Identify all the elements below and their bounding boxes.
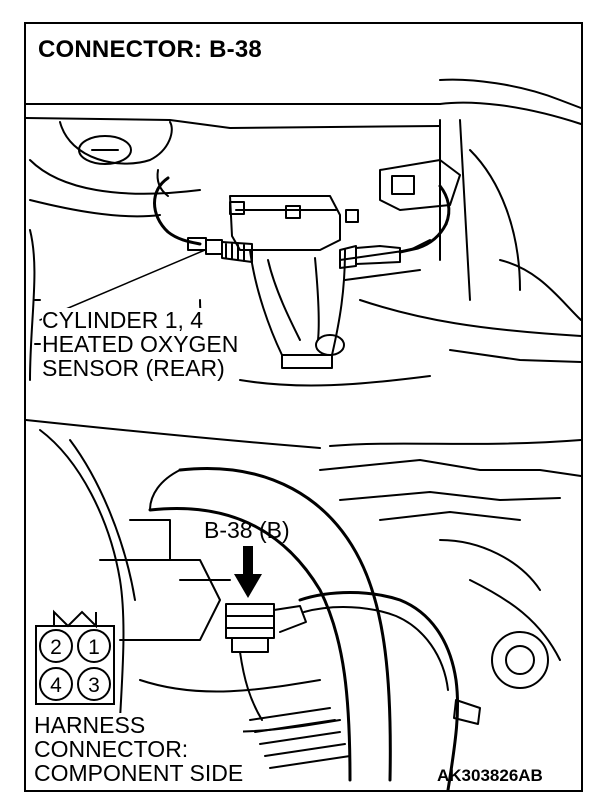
connector-callout: B-38 (B): [204, 517, 290, 543]
connector-arrow: [234, 546, 262, 598]
harness-label: HARNESS CONNECTOR: COMPONENT SIDE: [34, 712, 244, 786]
harness-label-line-2: CONNECTOR:: [34, 736, 189, 762]
pin-1: 1: [88, 636, 100, 659]
pin-4: 4: [50, 674, 62, 697]
pin-2: 2: [50, 636, 62, 659]
sensor-label-line-3: SENSOR (REAR): [42, 355, 225, 381]
sensor-label-line-2: HEATED OXYGEN: [42, 331, 239, 357]
sensor-label: CYLINDER 1, 4 HEATED OXYGEN SENSOR (REAR…: [42, 307, 239, 381]
pin-3: 3: [88, 674, 100, 697]
harness-label-line-3: COMPONENT SIDE: [34, 760, 244, 786]
upper-engine-view: [25, 78, 582, 387]
diagram-title: CONNECTOR: B-38: [38, 36, 262, 63]
lower-harness-view: [25, 419, 582, 792]
reference-code: AK303826AB: [437, 766, 543, 785]
harness-label-line-1: HARNESS: [34, 712, 146, 738]
connector-pin-diagram: [35, 609, 115, 705]
sensor-label-line-1: CYLINDER 1, 4: [42, 307, 204, 333]
